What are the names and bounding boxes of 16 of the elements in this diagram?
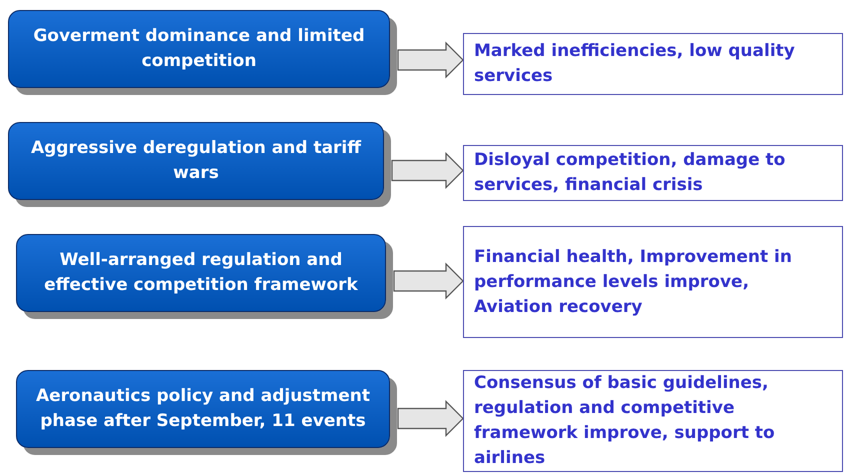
box-text: Goverment dominance and limited competition (32, 25, 366, 73)
outcome-box (463, 145, 843, 201)
outcome-box (463, 226, 843, 338)
block-arrow (397, 42, 464, 78)
outcome-box (463, 370, 843, 472)
outcome-box (463, 33, 843, 95)
block-arrow (393, 262, 464, 300)
box-text: Marked inefficiencies, low quality services (474, 40, 796, 88)
box-text: Consensus of basic guidelines, regulation and competitive framework improve, support to airlines (474, 372, 776, 470)
box-text: Well-arranged regulation and effective competition framework (43, 249, 359, 297)
block-arrow (391, 152, 464, 189)
box-text: Disloyal competition, damage to services, financial crisis (474, 149, 786, 197)
block-arrow (397, 400, 464, 437)
box-text: Financial health, Improvement in performance levels improve, Aviation recovery (474, 246, 793, 318)
box-text: Aggressive deregulation and tariff wars (30, 137, 362, 185)
box-text: Aeronautics policy and adjustment phase after September, 11 events (34, 385, 372, 433)
